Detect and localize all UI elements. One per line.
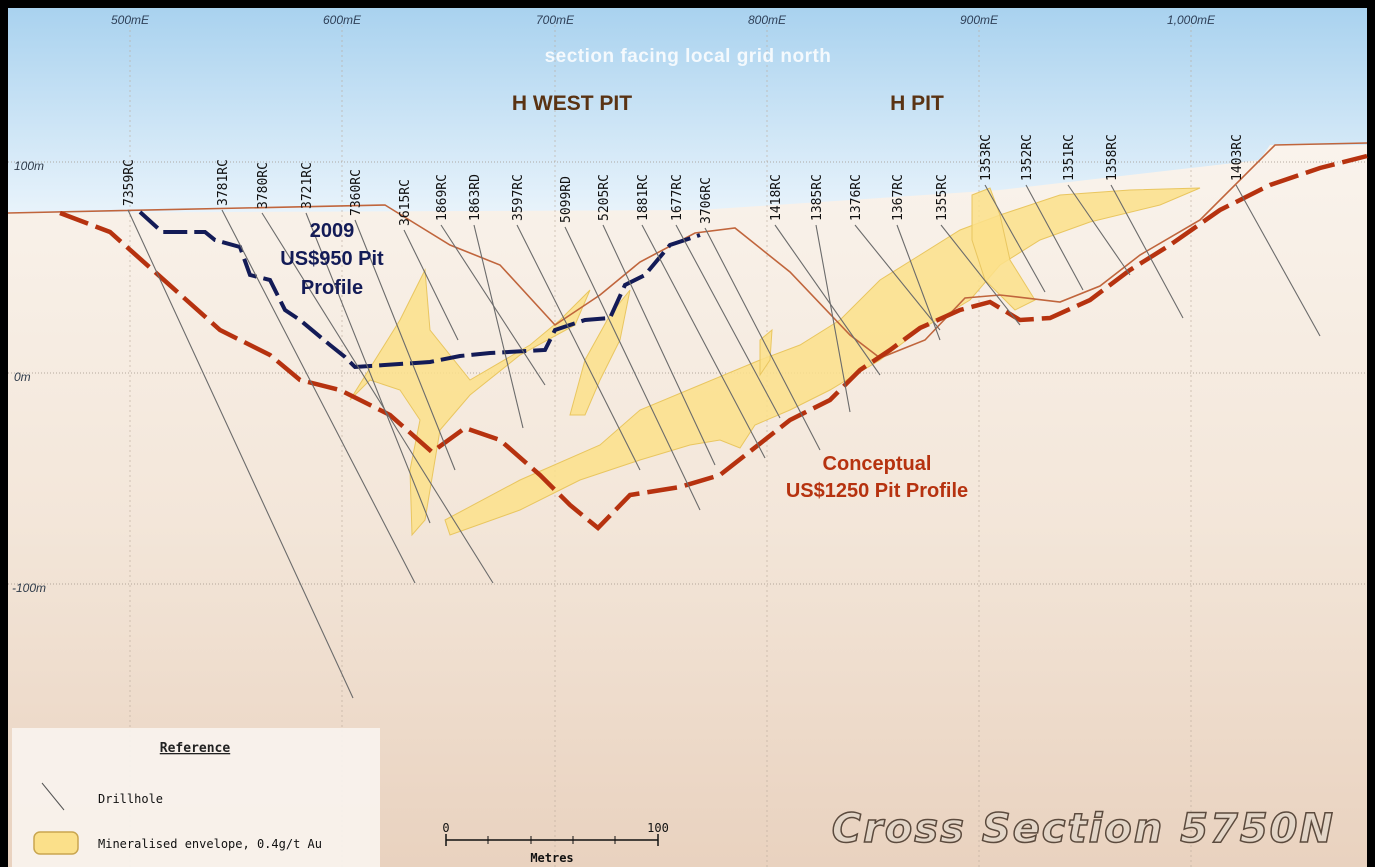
pit-2009-label-line1: 2009: [310, 220, 355, 242]
pit-profile-2009: [138, 210, 701, 370]
cross-section-title: Cross Section 5750N: [832, 806, 1335, 852]
drillhole-line: [675, 224, 781, 419]
drillhole-label: 5205RC: [597, 174, 612, 221]
drillhole-label: 1367RC: [891, 174, 906, 221]
drillhole-label: 1385RC: [810, 174, 825, 221]
drillhole-labels: 7359RC 3781RC 3780RC 3721RC 7360RC 3615RC 1869…: [122, 134, 1245, 226]
scale-start-label: 0: [442, 821, 449, 835]
drillhole-line: [127, 209, 354, 699]
drillhole-line: [403, 229, 459, 341]
legend: Reference Drillhole Mineralised envelope…: [12, 728, 380, 867]
pit-2009-label-line2: US$950 Pit: [280, 248, 384, 270]
drillhole-line: [896, 224, 941, 341]
drillhole-label: 1403RC: [1230, 134, 1245, 181]
legend-envelope-symbol: [33, 831, 79, 855]
drillhole-label: 3597RC: [511, 174, 526, 221]
legend-title: Reference: [160, 741, 231, 756]
drillhole-line: [221, 209, 416, 584]
legend-drillhole-label: Drillhole: [98, 792, 163, 806]
elevation-label-0: 0m: [14, 370, 31, 384]
drillhole-label: 7359RC: [122, 159, 137, 206]
scale-bar: 0 100 Metres: [442, 821, 668, 865]
drillhole-line: [1025, 184, 1084, 291]
drillhole-lines: [127, 184, 1321, 699]
conceptual-pit-label-line1: Conceptual: [823, 453, 932, 475]
drillhole-label: 3780RC: [256, 162, 271, 209]
drillhole-line: [354, 219, 456, 471]
elevation-label-100: 100m: [14, 159, 44, 173]
drillhole-label: 1351RC: [1062, 134, 1077, 181]
easting-label-600: 600mE: [323, 13, 362, 27]
drillhole-label: 5099RD: [559, 176, 574, 223]
pit-profile-conceptual: [59, 153, 1368, 532]
section-facing-note: section facing local grid north: [545, 46, 832, 67]
drillhole-label: 3706RC: [699, 177, 714, 224]
conceptual-pit-label-line2: US$1250 Pit Profile: [786, 480, 968, 502]
drillhole-label: 3721RC: [300, 162, 315, 209]
legend-drillhole-symbol: [41, 782, 65, 811]
easting-gridlines: [129, 25, 1192, 867]
drillhole-line: [473, 224, 524, 429]
easting-label-800: 800mE: [748, 13, 787, 27]
drillhole-label: 1355RC: [935, 174, 950, 221]
drillhole-line: [984, 184, 1046, 293]
drillhole-line: [564, 226, 701, 511]
drillhole-line: [774, 224, 881, 376]
drillhole-label: 1863RD: [468, 174, 483, 221]
drillhole-line: [704, 227, 821, 451]
h-pit-label: H PIT: [890, 92, 944, 115]
pit-2009-label-line3: Profile: [301, 277, 363, 299]
easting-label-900: 900mE: [960, 13, 999, 27]
mineralised-envelopes: [349, 187, 1201, 537]
elevation-label-minus100: -100m: [12, 581, 46, 595]
drillhole-label: 1358RC: [1105, 134, 1120, 181]
h-west-pit-label: H WEST PIT: [512, 92, 632, 115]
drillhole-label: 3781RC: [216, 159, 231, 206]
drillhole-line: [641, 224, 766, 459]
drillhole-line: [1067, 184, 1131, 276]
drillhole-line: [1110, 184, 1184, 319]
drillhole-line: [516, 224, 641, 471]
drillhole-line: [854, 224, 941, 331]
easting-label-1000: 1,000mE: [1167, 13, 1216, 27]
drillhole-label: 1869RC: [435, 174, 450, 221]
drillhole-label: 3615RC: [398, 179, 413, 226]
drillhole-label: 1881RC: [636, 174, 651, 221]
legend-envelope-label: Mineralised envelope, 0.4g/t Au: [98, 837, 322, 851]
scale-end-label: 100: [647, 821, 669, 835]
drillhole-label: 1418RC: [769, 174, 784, 221]
topography-line: [7, 142, 1368, 359]
drillhole-line: [305, 212, 431, 524]
drillhole-label: 1677RC: [670, 174, 685, 221]
drillhole-line: [261, 212, 494, 584]
drillhole-label: 1376RC: [849, 174, 864, 221]
drillhole-label: 7360RC: [349, 169, 364, 216]
drillhole-line: [1235, 184, 1321, 337]
drillhole-line: [815, 224, 851, 413]
easting-label-700: 700mE: [536, 13, 575, 27]
drillhole-line: [940, 224, 1021, 326]
drillhole-label: 1352RC: [1020, 134, 1035, 181]
scale-unit-label: Metres: [530, 851, 573, 865]
drillhole-label: 1353RC: [979, 134, 994, 181]
drillhole-line: [602, 224, 716, 466]
easting-label-500: 500mE: [111, 13, 150, 27]
